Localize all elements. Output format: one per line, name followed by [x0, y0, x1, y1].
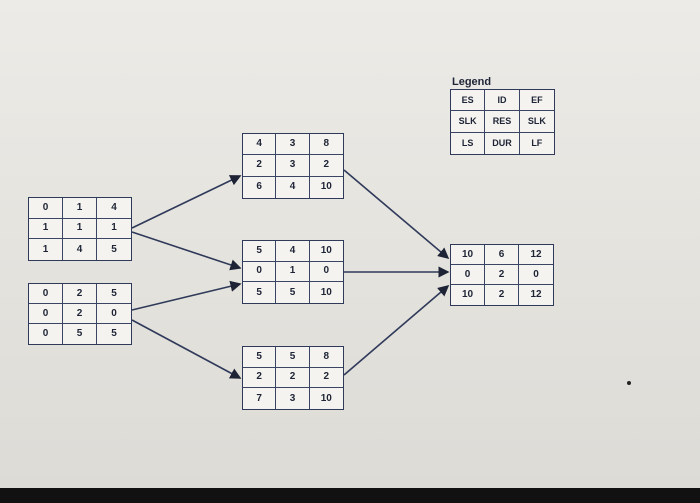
activity-node-d: 5 4 10 0 1 0 5 5 10	[242, 240, 344, 304]
node-cell: 1	[276, 261, 310, 283]
bottom-dark-strip	[0, 488, 700, 503]
node-cell: 4	[63, 239, 97, 260]
node-cell: 2	[485, 285, 519, 305]
node-cell: 5	[276, 347, 310, 368]
node-cell: 5	[97, 284, 131, 304]
node-cell: 0	[29, 284, 63, 304]
node-cell: 0	[309, 262, 343, 283]
node-cell: 0	[97, 304, 131, 324]
node-cell: 5	[111, 243, 117, 255]
node-cell: 5	[243, 241, 277, 262]
node-cell: 2	[485, 265, 519, 285]
node-cell: 1	[97, 219, 131, 240]
activity-node-b: 0 2 5 0 2 0 0 5 5	[28, 283, 132, 345]
node-cell: 6	[243, 176, 277, 198]
node-cell: 2	[63, 304, 97, 324]
node-cell: 0	[29, 198, 63, 219]
node-cell: 2	[309, 155, 343, 177]
activity-node-a: 0 1 4 1 1 1 1 4 5	[28, 197, 132, 261]
legend-cell: EF	[519, 90, 554, 112]
legend-cell: LS	[451, 132, 486, 154]
legend-cell: LF	[531, 137, 543, 148]
legend-cell: SLK	[451, 111, 486, 133]
paper-speck-dot	[627, 381, 631, 385]
legend-cell: DUR	[485, 132, 520, 154]
node-cell: 12	[519, 245, 553, 265]
node-cell: 10	[320, 392, 332, 404]
node-cell: 4	[276, 176, 310, 198]
node-cell: 4	[276, 241, 310, 262]
legend-cell: ID	[485, 90, 520, 112]
node-cell: 2	[63, 284, 97, 304]
node-cell: 1	[63, 218, 97, 240]
node-cell: 1	[63, 198, 97, 219]
node-cell: 0	[451, 265, 485, 285]
node-cell: 3	[276, 388, 310, 409]
activity-node-c: 4 3 8 2 3 2 6 4 10	[242, 133, 344, 199]
node-cell: 8	[309, 134, 343, 156]
legend-cell: ES	[451, 90, 486, 112]
node-cell: 1	[29, 218, 63, 240]
node-cell: 8	[309, 347, 343, 368]
node-cell: 4	[97, 198, 131, 219]
node-cell: 5	[243, 282, 277, 303]
legend-cell: SLK	[519, 111, 554, 133]
node-cell: 0	[243, 261, 277, 283]
node-cell: 0	[29, 324, 63, 344]
node-cell: 0	[29, 304, 63, 324]
node-cell: 5	[243, 347, 277, 368]
legend: Legend ES ID EF SLK RES SLK LS DUR LF	[450, 75, 555, 155]
node-cell: 5	[63, 324, 97, 344]
node-cell: 7	[243, 388, 277, 409]
node-cell: 5	[111, 328, 117, 339]
node-cell: 10	[451, 285, 485, 305]
node-cell: 2	[243, 367, 277, 389]
node-cell: 2	[309, 368, 343, 389]
activity-node-f: 10 6 12 0 2 0 10 2 12	[450, 244, 554, 306]
node-cell: 10	[451, 245, 485, 265]
node-cell: 2	[243, 155, 277, 177]
legend-cell: RES	[485, 111, 520, 133]
legend-grid: ES ID EF SLK RES SLK LS DUR LF	[450, 89, 555, 155]
node-cell: 5	[276, 282, 310, 303]
node-cell: 1	[29, 239, 63, 260]
node-cell: 10	[309, 241, 343, 262]
node-cell: 2	[276, 367, 310, 389]
node-cell: 0	[519, 265, 553, 285]
node-cell: 3	[276, 134, 310, 156]
legend-title: Legend	[452, 76, 492, 88]
node-cell: 10	[320, 286, 332, 298]
node-cell: 10	[320, 181, 332, 193]
node-cell: 3	[276, 155, 310, 177]
node-cell: 12	[530, 289, 542, 300]
node-cell: 4	[243, 134, 277, 156]
activity-node-e: 5 5 8 2 2 2 7 3 10	[242, 346, 344, 410]
node-cell: 6	[485, 245, 519, 265]
